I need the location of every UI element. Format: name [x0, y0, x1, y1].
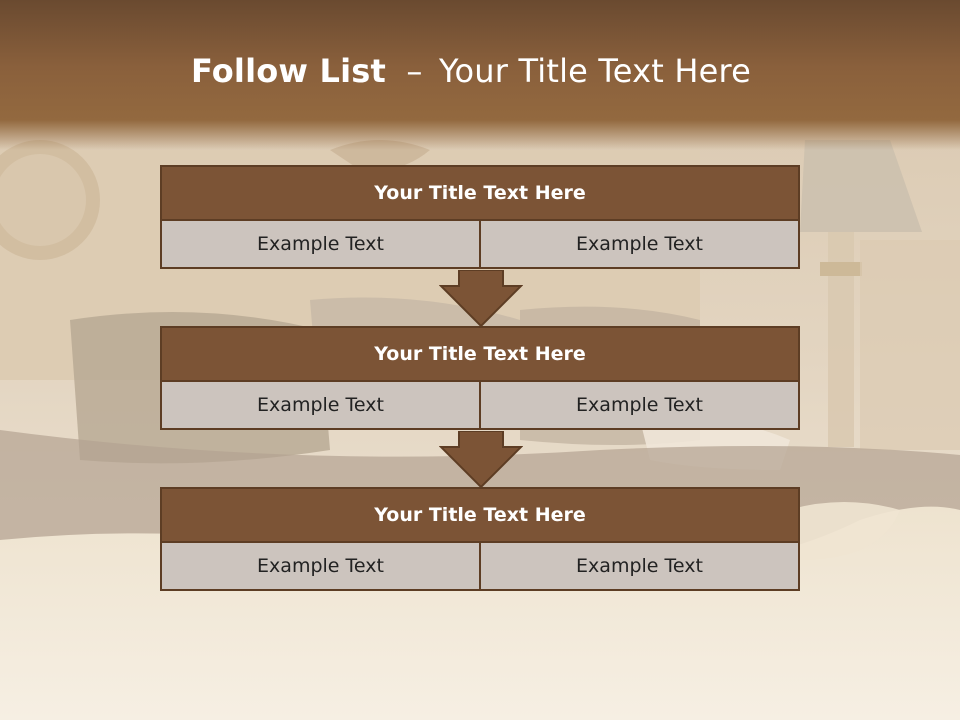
- step-3-cell-left: Example Text: [160, 543, 481, 591]
- step-row-3: Example Text Example Text: [160, 543, 800, 591]
- step-title-2: Your Title Text Here: [160, 326, 800, 382]
- slide-title-text: Your Title Text Here: [439, 52, 752, 90]
- title-band: [0, 0, 960, 150]
- step-row-1: Example Text Example Text: [160, 221, 800, 269]
- step-block-1: Your Title Text Here Example Text Exampl…: [160, 165, 800, 269]
- slide-title-bold: Follow List: [190, 52, 387, 90]
- step-block-3: Your Title Text Here Example Text Exampl…: [160, 487, 800, 591]
- step-title-1: Your Title Text Here: [160, 165, 800, 221]
- step-2-cell-left: Example Text: [160, 382, 481, 430]
- step-row-2: Example Text Example Text: [160, 382, 800, 430]
- slide-title: Follow List – Your Title Text Here: [0, 52, 942, 90]
- down-arrow-icon: [439, 431, 523, 489]
- slide-title-dash: –: [406, 52, 423, 90]
- step-title-3: Your Title Text Here: [160, 487, 800, 543]
- step-1-cell-left: Example Text: [160, 221, 481, 269]
- step-block-2: Your Title Text Here Example Text Exampl…: [160, 326, 800, 430]
- step-2-cell-right: Example Text: [481, 382, 800, 430]
- down-arrow-icon: [439, 270, 523, 328]
- step-1-cell-right: Example Text: [481, 221, 800, 269]
- step-3-cell-right: Example Text: [481, 543, 800, 591]
